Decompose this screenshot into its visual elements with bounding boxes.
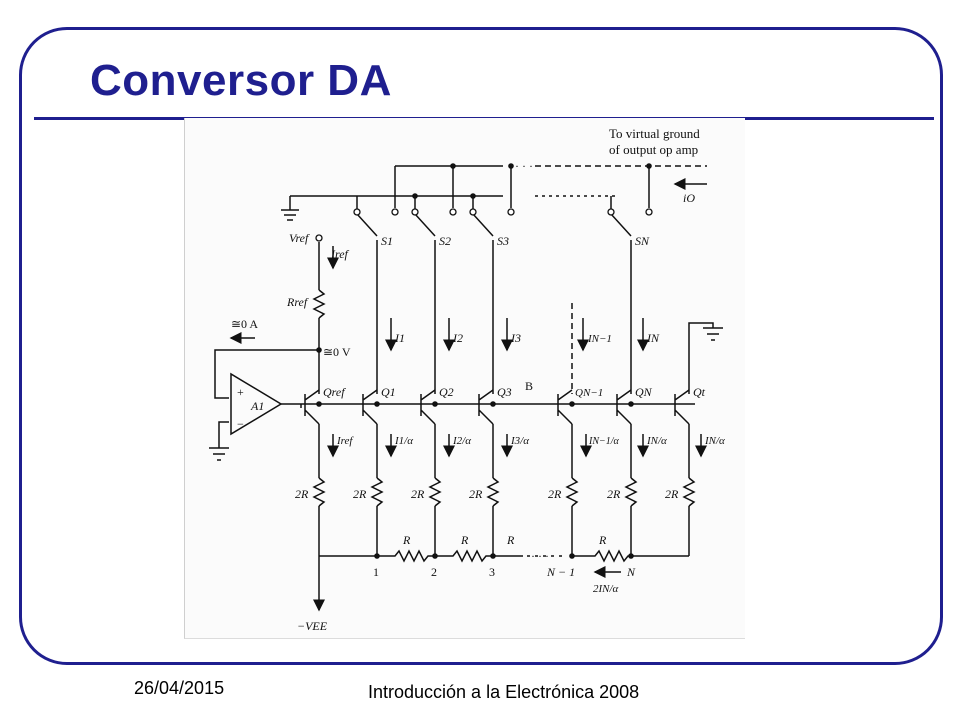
resistor-2r-label: 2R [411,487,425,501]
branch-current-label: IN−1 [587,333,612,345]
slide-frame [19,27,943,665]
resistor-2r-label: 2R [295,487,309,501]
switch-label: S1 [381,234,393,248]
resistor-2r-label: 2R [665,487,679,501]
ladder-resistor-label: R [402,533,411,547]
ladder-current-label: 2IN/α [593,583,619,595]
emitter-current-label: IN/α [704,435,725,447]
transistor-label: QN−1 [575,387,603,399]
iref-top-label: Iref [330,247,350,261]
course-name: Introducción a la Electrónica 2008 [368,682,640,702]
resistor-2r-label: 2R [548,487,562,501]
resistor-2r-label: 2R [607,487,621,501]
ladder-node-label: 1 [373,565,379,579]
branch-current-label: I3 [510,331,521,345]
node-b-label: B [525,379,533,393]
opamp-plus: + [237,385,244,399]
transistor-label: Q1 [381,385,396,399]
ladder-node-label: 2 [431,565,437,579]
emitter-current-label: I3/α [510,435,529,447]
output-current-label: iO [683,191,695,205]
ladder-resistor-label: R [460,533,469,547]
resistor-2r-label: 2R [469,487,483,501]
emitter-current-label: IN/α [646,435,667,447]
slide-date: 26/04/2015 [134,678,225,698]
branch-current-label: I1 [394,331,405,345]
ladder-resistor-label: R [506,533,515,547]
opamp-minus: − [237,417,244,431]
dac-schematic: To virtual ground of output op amp iO Vr… [209,126,725,633]
dac-circuit-figure: To virtual ground of output op amp iO Vr… [184,118,745,639]
transistor-label: QN [635,385,653,399]
emitter-current-label: Iref [336,435,354,447]
branch-current-label: I2 [452,331,463,345]
transistor-label: Q3 [497,385,512,399]
vref-label: Vref [289,231,310,245]
switch-label: SN [635,234,650,248]
ladder-node-label: N − 1 [546,565,575,579]
top-ellipsis: · · · [515,159,533,173]
opamp-label: A1 [250,399,264,413]
ladder-ellipsis: · · · [531,549,549,563]
slide-title: Conversor DA [90,56,392,105]
output-note-line1: To virtual ground [609,126,700,141]
ladder-resistor-label: R [598,533,607,547]
transistor-label: Q2 [439,385,454,399]
ladder-node-label: N [626,565,636,579]
zero-voltage-label: ≅0 V [323,345,351,359]
switch-label: S2 [439,234,451,248]
emitter-current-label: I2/α [452,435,471,447]
emitter-current-label: I1/α [394,435,413,447]
transistor-label: Qref [323,385,346,399]
output-note-line2: of output op amp [609,142,698,157]
ladder-node-label: 3 [489,565,495,579]
zero-current-label: ≅0 A [231,317,258,331]
transistor-label: Qt [693,385,706,399]
rref-label: Rref [286,295,309,309]
resistor-2r-label: 2R [353,487,367,501]
switch-label: S3 [497,234,509,248]
branch-current-label: IN [646,331,660,345]
emitter-current-label: IN−1/α [588,436,620,447]
vee-label: −VEE [297,619,328,633]
